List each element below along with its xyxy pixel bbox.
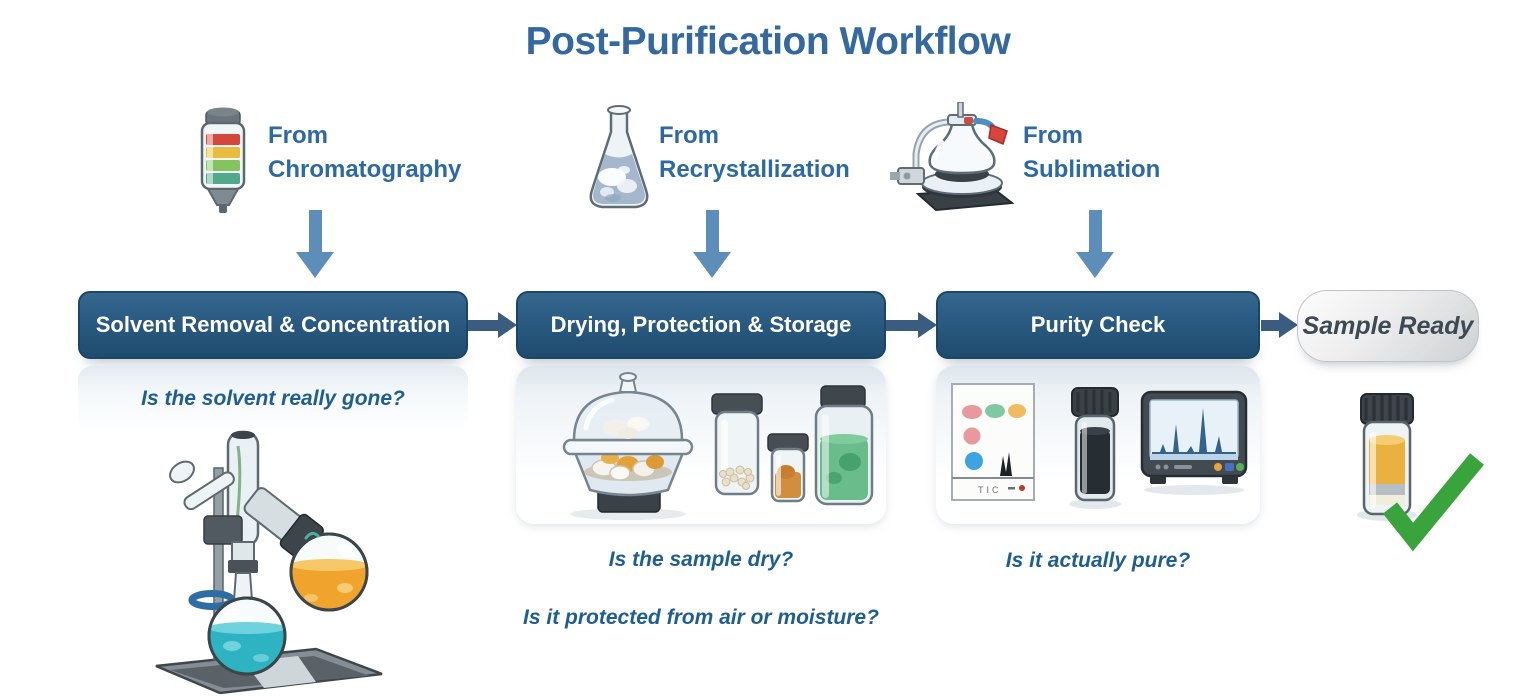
question-text: Is it protected from air or moisture? — [523, 606, 879, 629]
stage-label: Drying, Protection & Storage — [550, 312, 852, 337]
illustration-card-purity: TIC — [936, 366, 1260, 524]
tlc-vial-monitor-illustration: TIC — [951, 383, 1248, 509]
flow-arrow-icon — [1261, 312, 1298, 338]
desiccator-vials-illustration — [562, 372, 874, 520]
question-text: Is the sample dry? — [608, 548, 794, 571]
rotary-evaporator-illustration — [148, 430, 403, 694]
stage-label: Solvent Removal & Concentration — [95, 312, 451, 337]
chromatography-column-icon — [191, 106, 255, 214]
flow-arrow-icon — [886, 312, 937, 338]
illustration-card-drying — [516, 366, 886, 524]
sample-ready-label: Sample Ready — [1302, 311, 1474, 340]
source-label-sublimation: From Sublimation — [1023, 122, 1161, 183]
stage-box-solvent-removal: Solvent Removal & Concentration — [78, 291, 468, 359]
down-arrow-icon — [295, 210, 335, 278]
sample-vial-checkmark-icon — [1335, 388, 1485, 560]
recrystallization-flask-icon — [580, 102, 658, 216]
tlc-plate-label: TIC — [978, 485, 1002, 495]
down-arrow-icon — [1075, 210, 1115, 278]
flow-arrow-icon — [468, 312, 517, 338]
question-text: Is it actually pure? — [1005, 549, 1191, 572]
sample-ready-pill: Sample Ready — [1297, 290, 1479, 362]
stage-box-drying-storage: Drying, Protection & Storage — [516, 291, 886, 359]
stage-label: Purity Check — [1030, 312, 1166, 337]
question-card-solvent: Is the solvent really gone? — [78, 366, 468, 432]
sublimation-apparatus-icon — [890, 102, 1022, 214]
page-title: Post-Purification Workflow — [525, 20, 1011, 63]
stage-box-purity-check: Purity Check — [936, 291, 1260, 359]
source-label-recrystallization: From Recrystallization — [659, 122, 850, 183]
question-text: Is the solvent really gone? — [141, 387, 405, 410]
source-label-chromatography: From Chromatography — [268, 122, 462, 183]
down-arrow-icon — [692, 210, 732, 278]
